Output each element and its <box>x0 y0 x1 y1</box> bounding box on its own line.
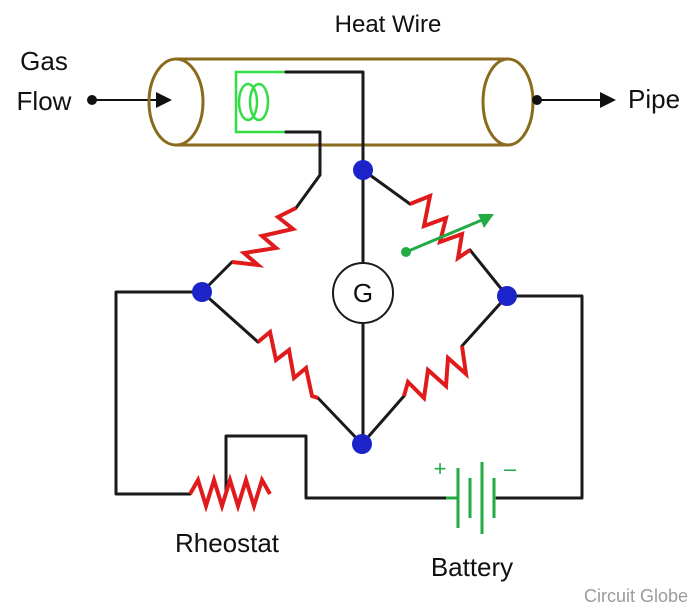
rheostat <box>188 473 272 513</box>
pipe-label: Pipe <box>628 84 680 114</box>
bridge-wiring <box>114 70 584 500</box>
resistor-right-bottom <box>402 345 469 403</box>
heat-wire-title: Heat Wire <box>335 11 442 38</box>
junction-node-left <box>192 282 212 302</box>
flow-label: Flow <box>17 86 72 116</box>
watermark: Circuit Globe <box>584 586 688 606</box>
heated-wire-element <box>234 70 286 134</box>
variable-resistor-arrow <box>401 214 494 257</box>
gas-label: Gas <box>20 46 68 76</box>
rheostat-label: Rheostat <box>175 528 280 558</box>
pipe-outlet-arrow <box>532 92 616 108</box>
galvanometer: G <box>332 262 394 324</box>
junction-node-right <box>497 286 517 306</box>
battery-label: Battery <box>431 552 513 582</box>
resistor-left-bottom <box>256 328 319 400</box>
battery-minus-sign: – <box>504 456 517 481</box>
resistor-left-top <box>231 206 298 268</box>
junction-node-bottom <box>352 434 372 454</box>
gas-inlet-arrow <box>87 92 172 108</box>
resistor-right-top <box>409 192 472 263</box>
galvanometer-label: G <box>353 278 373 308</box>
junction-node-top <box>353 160 373 180</box>
battery-plus-sign: + <box>434 456 447 481</box>
battery <box>446 462 496 534</box>
